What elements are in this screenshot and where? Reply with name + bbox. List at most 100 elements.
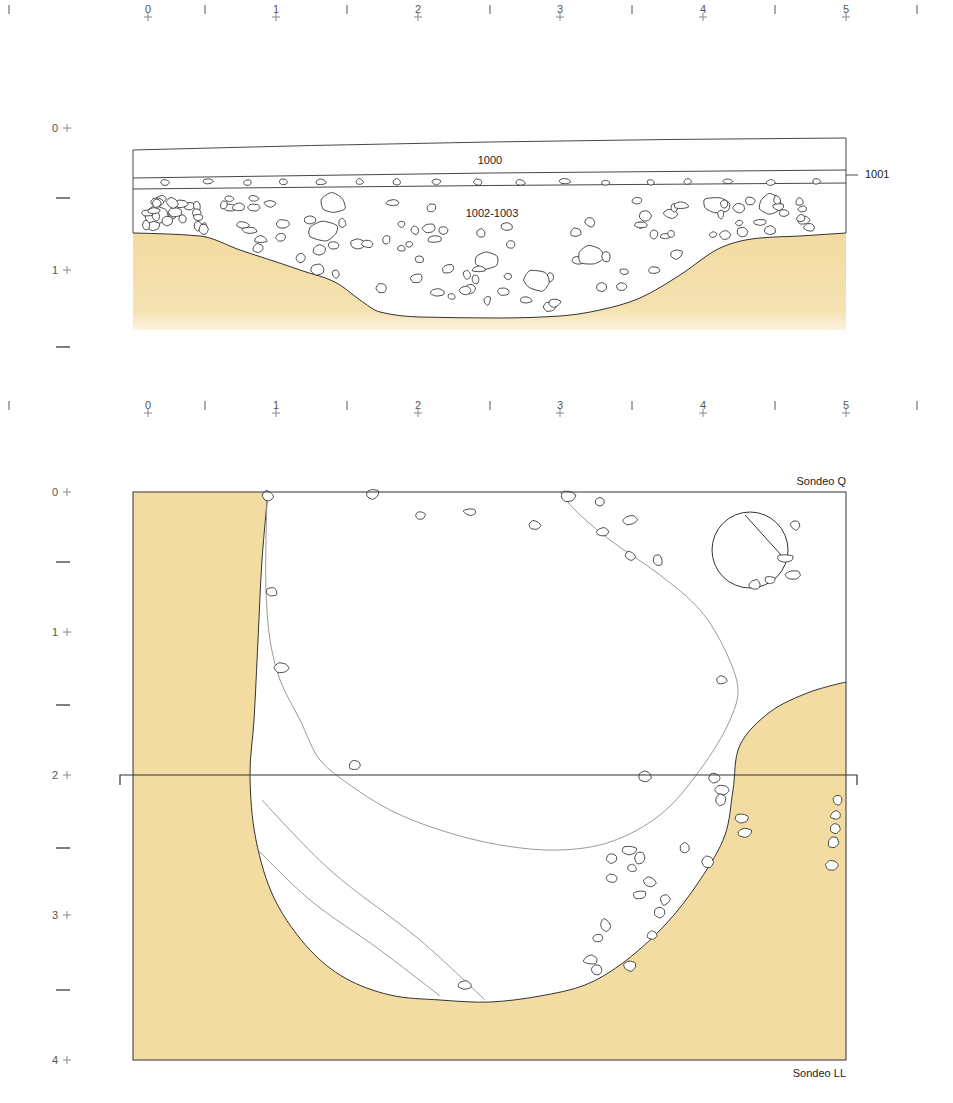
stone (166, 198, 178, 209)
posthole (712, 512, 788, 588)
stone (622, 846, 636, 854)
stone (602, 180, 610, 185)
stone (386, 200, 399, 206)
pit-fill (250, 492, 846, 1002)
stone (349, 760, 360, 769)
stone (749, 580, 760, 589)
stone (737, 227, 747, 236)
stone (606, 854, 616, 863)
stone (601, 919, 611, 932)
stone (746, 197, 756, 205)
stone (733, 203, 745, 212)
stone (474, 179, 482, 185)
stone (796, 198, 803, 206)
layer-number: 1001 (862, 168, 892, 181)
stone (561, 491, 575, 501)
stone (248, 204, 260, 211)
pit-outline (250, 492, 846, 1002)
scale-number: 2 (52, 770, 58, 781)
stone (162, 216, 172, 225)
stone (633, 891, 645, 899)
stone (316, 179, 326, 185)
stone (720, 231, 731, 239)
scale-number: 1 (52, 265, 58, 276)
stone (625, 551, 635, 560)
stone (266, 588, 276, 596)
stone (332, 270, 339, 278)
stone (735, 814, 748, 823)
stone (472, 275, 479, 284)
scale-dash (56, 346, 70, 348)
scale-dash (56, 847, 70, 849)
stone (199, 224, 208, 234)
scale-dash (56, 989, 70, 991)
stone (411, 226, 419, 235)
scale-tick (490, 401, 491, 410)
scale-number: 0 (145, 4, 151, 15)
stone (221, 201, 228, 209)
stone (559, 178, 570, 183)
layer-line (133, 150, 134, 233)
stone (593, 934, 603, 941)
scale-cross (63, 1056, 71, 1064)
fill-boundary (258, 850, 440, 996)
stone (321, 193, 345, 213)
stone (313, 245, 325, 255)
scale-tick (205, 5, 206, 14)
stone (376, 284, 386, 293)
stone (765, 226, 776, 235)
stone (668, 230, 675, 237)
scale-cross (63, 266, 71, 274)
stone (415, 256, 423, 263)
layer-number: 1002-1003 (463, 207, 522, 220)
stone (329, 242, 339, 249)
scale-number: 4 (700, 400, 706, 411)
stone (274, 663, 289, 673)
stone (674, 202, 688, 209)
stone (765, 577, 775, 584)
scale-number: 0 (145, 400, 151, 411)
stone (826, 861, 839, 871)
stone (790, 521, 799, 530)
stone (498, 288, 509, 295)
stone (606, 874, 617, 882)
stone (709, 232, 717, 238)
stone (148, 208, 160, 214)
stone (279, 179, 287, 185)
stone (276, 220, 289, 228)
scale-number: 3 (557, 400, 563, 411)
stone (253, 244, 263, 253)
stone (579, 245, 605, 264)
stone (830, 811, 840, 819)
stone (723, 179, 733, 183)
stone (142, 221, 149, 230)
stone (484, 297, 490, 306)
stone (738, 828, 751, 837)
stone (410, 274, 422, 283)
stone (463, 509, 475, 515)
layer-number: 1000 (475, 154, 505, 167)
stone (339, 218, 346, 227)
stone (443, 265, 454, 273)
stone (463, 270, 470, 279)
layer-line (133, 138, 846, 150)
stone (529, 521, 541, 530)
fill-boundary (262, 800, 485, 1000)
trench-name: Sondeo LL (793, 1068, 846, 1079)
stone (639, 771, 651, 782)
stone (715, 785, 729, 794)
stone (516, 180, 525, 186)
stone (602, 252, 610, 262)
stone (813, 179, 821, 184)
layer-line (133, 183, 846, 189)
stone (804, 224, 815, 231)
stone (416, 512, 426, 519)
stone (152, 199, 161, 207)
scale-cross (63, 771, 71, 779)
stone (161, 180, 170, 186)
scale-dash (56, 704, 70, 706)
stone (720, 200, 727, 208)
scale-tick (205, 401, 206, 410)
scale-number: 0 (52, 487, 58, 498)
stone (620, 269, 628, 275)
